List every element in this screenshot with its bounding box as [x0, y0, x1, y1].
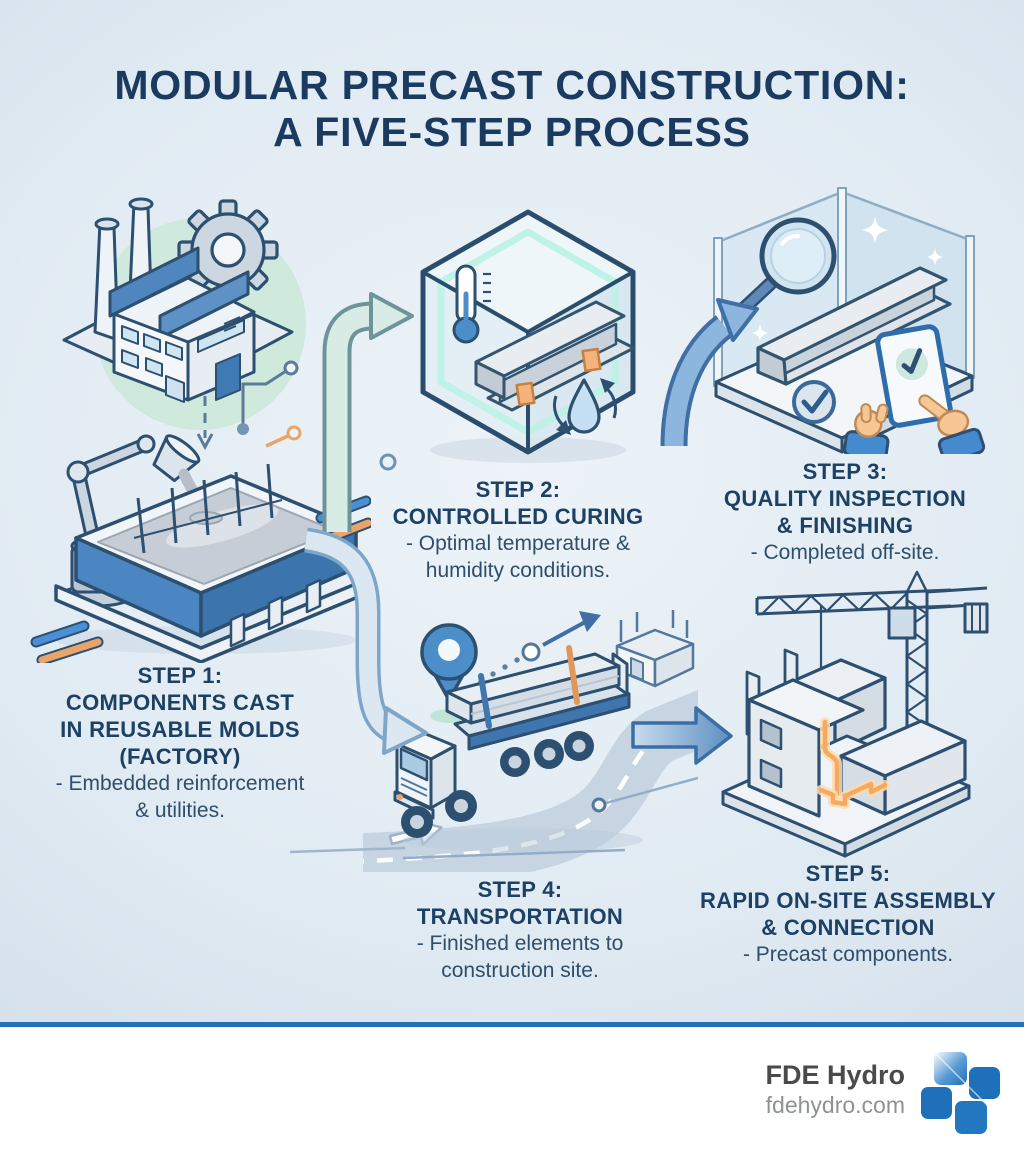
brand-block: FDE Hydro fdehydro.com: [765, 1050, 1002, 1136]
fde-hydro-logo-icon: [921, 1052, 1000, 1134]
step-1-heading-line: STEP 1:: [137, 663, 223, 688]
step-1-description: - Embedded reinforcement & utilities.: [55, 772, 305, 822]
concrete-beam-icon: [474, 300, 636, 412]
step-4-description: - Finished elements to construction site…: [416, 932, 624, 982]
flatbed-truck-icon: [393, 645, 643, 852]
step-4-heading-line: STEP 4:: [477, 877, 563, 902]
thermometer-icon: [452, 264, 491, 344]
step-2-caption: STEP 2: CONTROLLED CURING - Optimal temp…: [368, 476, 668, 584]
humidity-droplet-icon: [552, 378, 618, 435]
step-1-heading-line: IN REUSABLE MOLDS: [60, 717, 300, 742]
arrow-step1-to-step2: [322, 292, 414, 532]
step-2-heading-line: CONTROLLED CURING: [392, 504, 644, 529]
puzzle-seam-icon: [816, 717, 890, 809]
sparkle-icon: [752, 216, 943, 342]
step-1-heading-line: COMPONENTS CAST: [65, 690, 295, 715]
brand-text: FDE Hydro fdehydro.com: [765, 1050, 905, 1119]
modular-building-icon: [721, 648, 971, 858]
transportation-scene: [363, 610, 698, 872]
gear-icon: [177, 199, 279, 301]
step-4-caption: STEP 4: TRANSPORTATION - Finished elemen…: [370, 876, 670, 984]
step-3-heading: STEP 3: QUALITY INSPECTION & FINISHING: [695, 458, 995, 539]
destination-site-icon: [615, 610, 695, 688]
factory-icon: [62, 197, 306, 430]
step-5-description: - Precast components.: [742, 943, 954, 966]
arrow-step1-to-step4: [303, 527, 428, 755]
hands-icon: [843, 394, 986, 454]
rebar-icon: [133, 463, 283, 554]
onsite-assembly-scene: [721, 570, 989, 858]
step-2-heading: STEP 2: CONTROLLED CURING: [368, 476, 668, 530]
step-3-heading-line: STEP 3:: [802, 459, 888, 484]
step-3-heading-line: & FINISHING: [776, 513, 914, 538]
title-line-1: MODULAR PRECAST CONSTRUCTION:: [114, 62, 910, 108]
step-5-heading-line: STEP 5:: [805, 861, 891, 886]
step-2-heading-line: STEP 2:: [475, 477, 561, 502]
step-3-description: - Completed off-site.: [750, 541, 940, 564]
step-5-caption: STEP 5: RAPID ON-SITE ASSEMBLY & CONNECT…: [693, 860, 1003, 968]
footer-band: [0, 1027, 1024, 1154]
step-1-heading: STEP 1: COMPONENTS CAST IN REUSABLE MOLD…: [10, 662, 350, 770]
curing-chamber-icon: [420, 209, 636, 463]
circuit-decor: [196, 360, 406, 854]
step-5-heading: STEP 5: RAPID ON-SITE ASSEMBLY & CONNECT…: [693, 860, 1003, 941]
step-4-heading: STEP 4: TRANSPORTATION: [370, 876, 670, 930]
step-3-caption: STEP 3: QUALITY INSPECTION & FINISHING -…: [695, 458, 995, 566]
location-pin-icon: [420, 623, 478, 723]
page-title: MODULAR PRECAST CONSTRUCTION: A FIVE-STE…: [0, 62, 1024, 156]
inspection-beam-icon: [756, 266, 952, 386]
checkmark-icon: [792, 380, 836, 424]
route-trail: [478, 611, 601, 685]
step-5-heading-line: RAPID ON-SITE ASSEMBLY: [700, 888, 996, 913]
title-line-2: A FIVE-STEP PROCESS: [273, 109, 751, 155]
step-5-heading-line: & CONNECTION: [761, 915, 935, 940]
step-4-heading-line: TRANSPORTATION: [416, 904, 624, 929]
arrow-step2-to-step3: [660, 298, 759, 447]
magnifier-icon: [733, 217, 837, 319]
arrow-step4-to-step5: [631, 706, 733, 765]
quality-inspection-scene: [713, 187, 986, 454]
trailer-wheels: [500, 731, 594, 777]
brand-name: FDE Hydro: [765, 1060, 905, 1090]
step-2-description: - Optimal temperature & humidity conditi…: [405, 532, 631, 582]
step-1-caption: STEP 1: COMPONENTS CAST IN REUSABLE MOLD…: [10, 662, 350, 824]
brand-website: fdehydro.com: [765, 1092, 905, 1118]
footer-divider: [0, 1022, 1024, 1027]
step-1-heading-line: (FACTORY): [119, 744, 241, 769]
step-3-heading-line: QUALITY INSPECTION: [723, 486, 967, 511]
